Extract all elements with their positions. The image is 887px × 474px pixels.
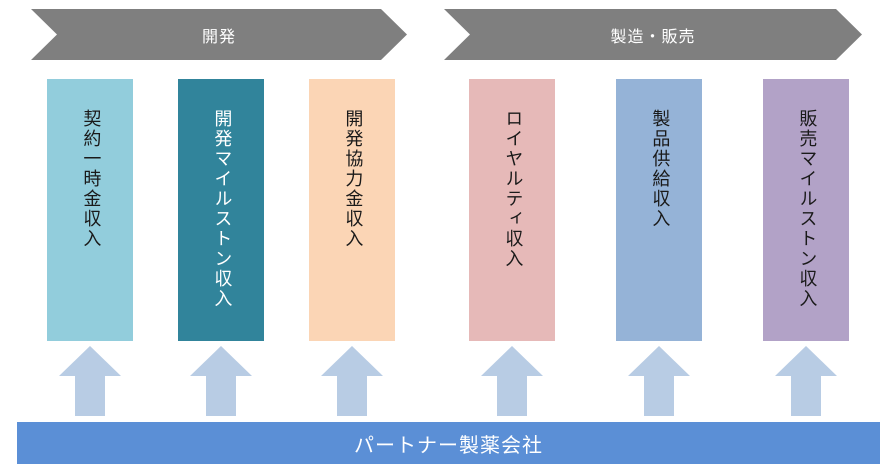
revenue-column-label: 開発協力金収入 [342, 109, 364, 249]
phase-development-label: 開発 [201, 26, 236, 46]
up-arrow-icon [775, 346, 837, 416]
phase-manufacturing-sales-label: 製造・販売 [610, 26, 696, 46]
up-arrow-icon [190, 346, 252, 416]
revenue-column-label: 契約一時金収入 [80, 109, 102, 249]
up-arrow-icon [481, 346, 543, 416]
phase-manufacturing-sales-chevron: 製造・販売 [444, 9, 862, 60]
partner-pharma-label: パートナー製薬会社 [354, 432, 543, 457]
revenue-column-upfront: 契約一時金収入 [47, 79, 133, 341]
revenue-column-dev-cooperation: 開発協力金収入 [309, 79, 395, 341]
revenue-column-sales-milestone: 販売マイルストン収入 [763, 79, 849, 341]
revenue-column-label: 開発マイルストン収入 [211, 109, 233, 309]
revenue-column-dev-milestone: 開発マイルストン収入 [178, 79, 264, 341]
phase-development-chevron: 開発 [31, 9, 407, 60]
revenue-column-label: 販売マイルストン収入 [796, 109, 818, 309]
revenue-column-product-supply: 製品供給収入 [616, 79, 702, 341]
up-arrow-icon [628, 346, 690, 416]
revenue-column-label: ロイヤルティ収入 [502, 109, 524, 269]
revenue-column-royalty: ロイヤルティ収入 [469, 79, 555, 341]
revenue-column-label: 製品供給収入 [649, 109, 671, 229]
up-arrow-icon [321, 346, 383, 416]
up-arrow-icon [59, 346, 121, 416]
partner-pharma-bar: パートナー製薬会社 [17, 422, 880, 464]
